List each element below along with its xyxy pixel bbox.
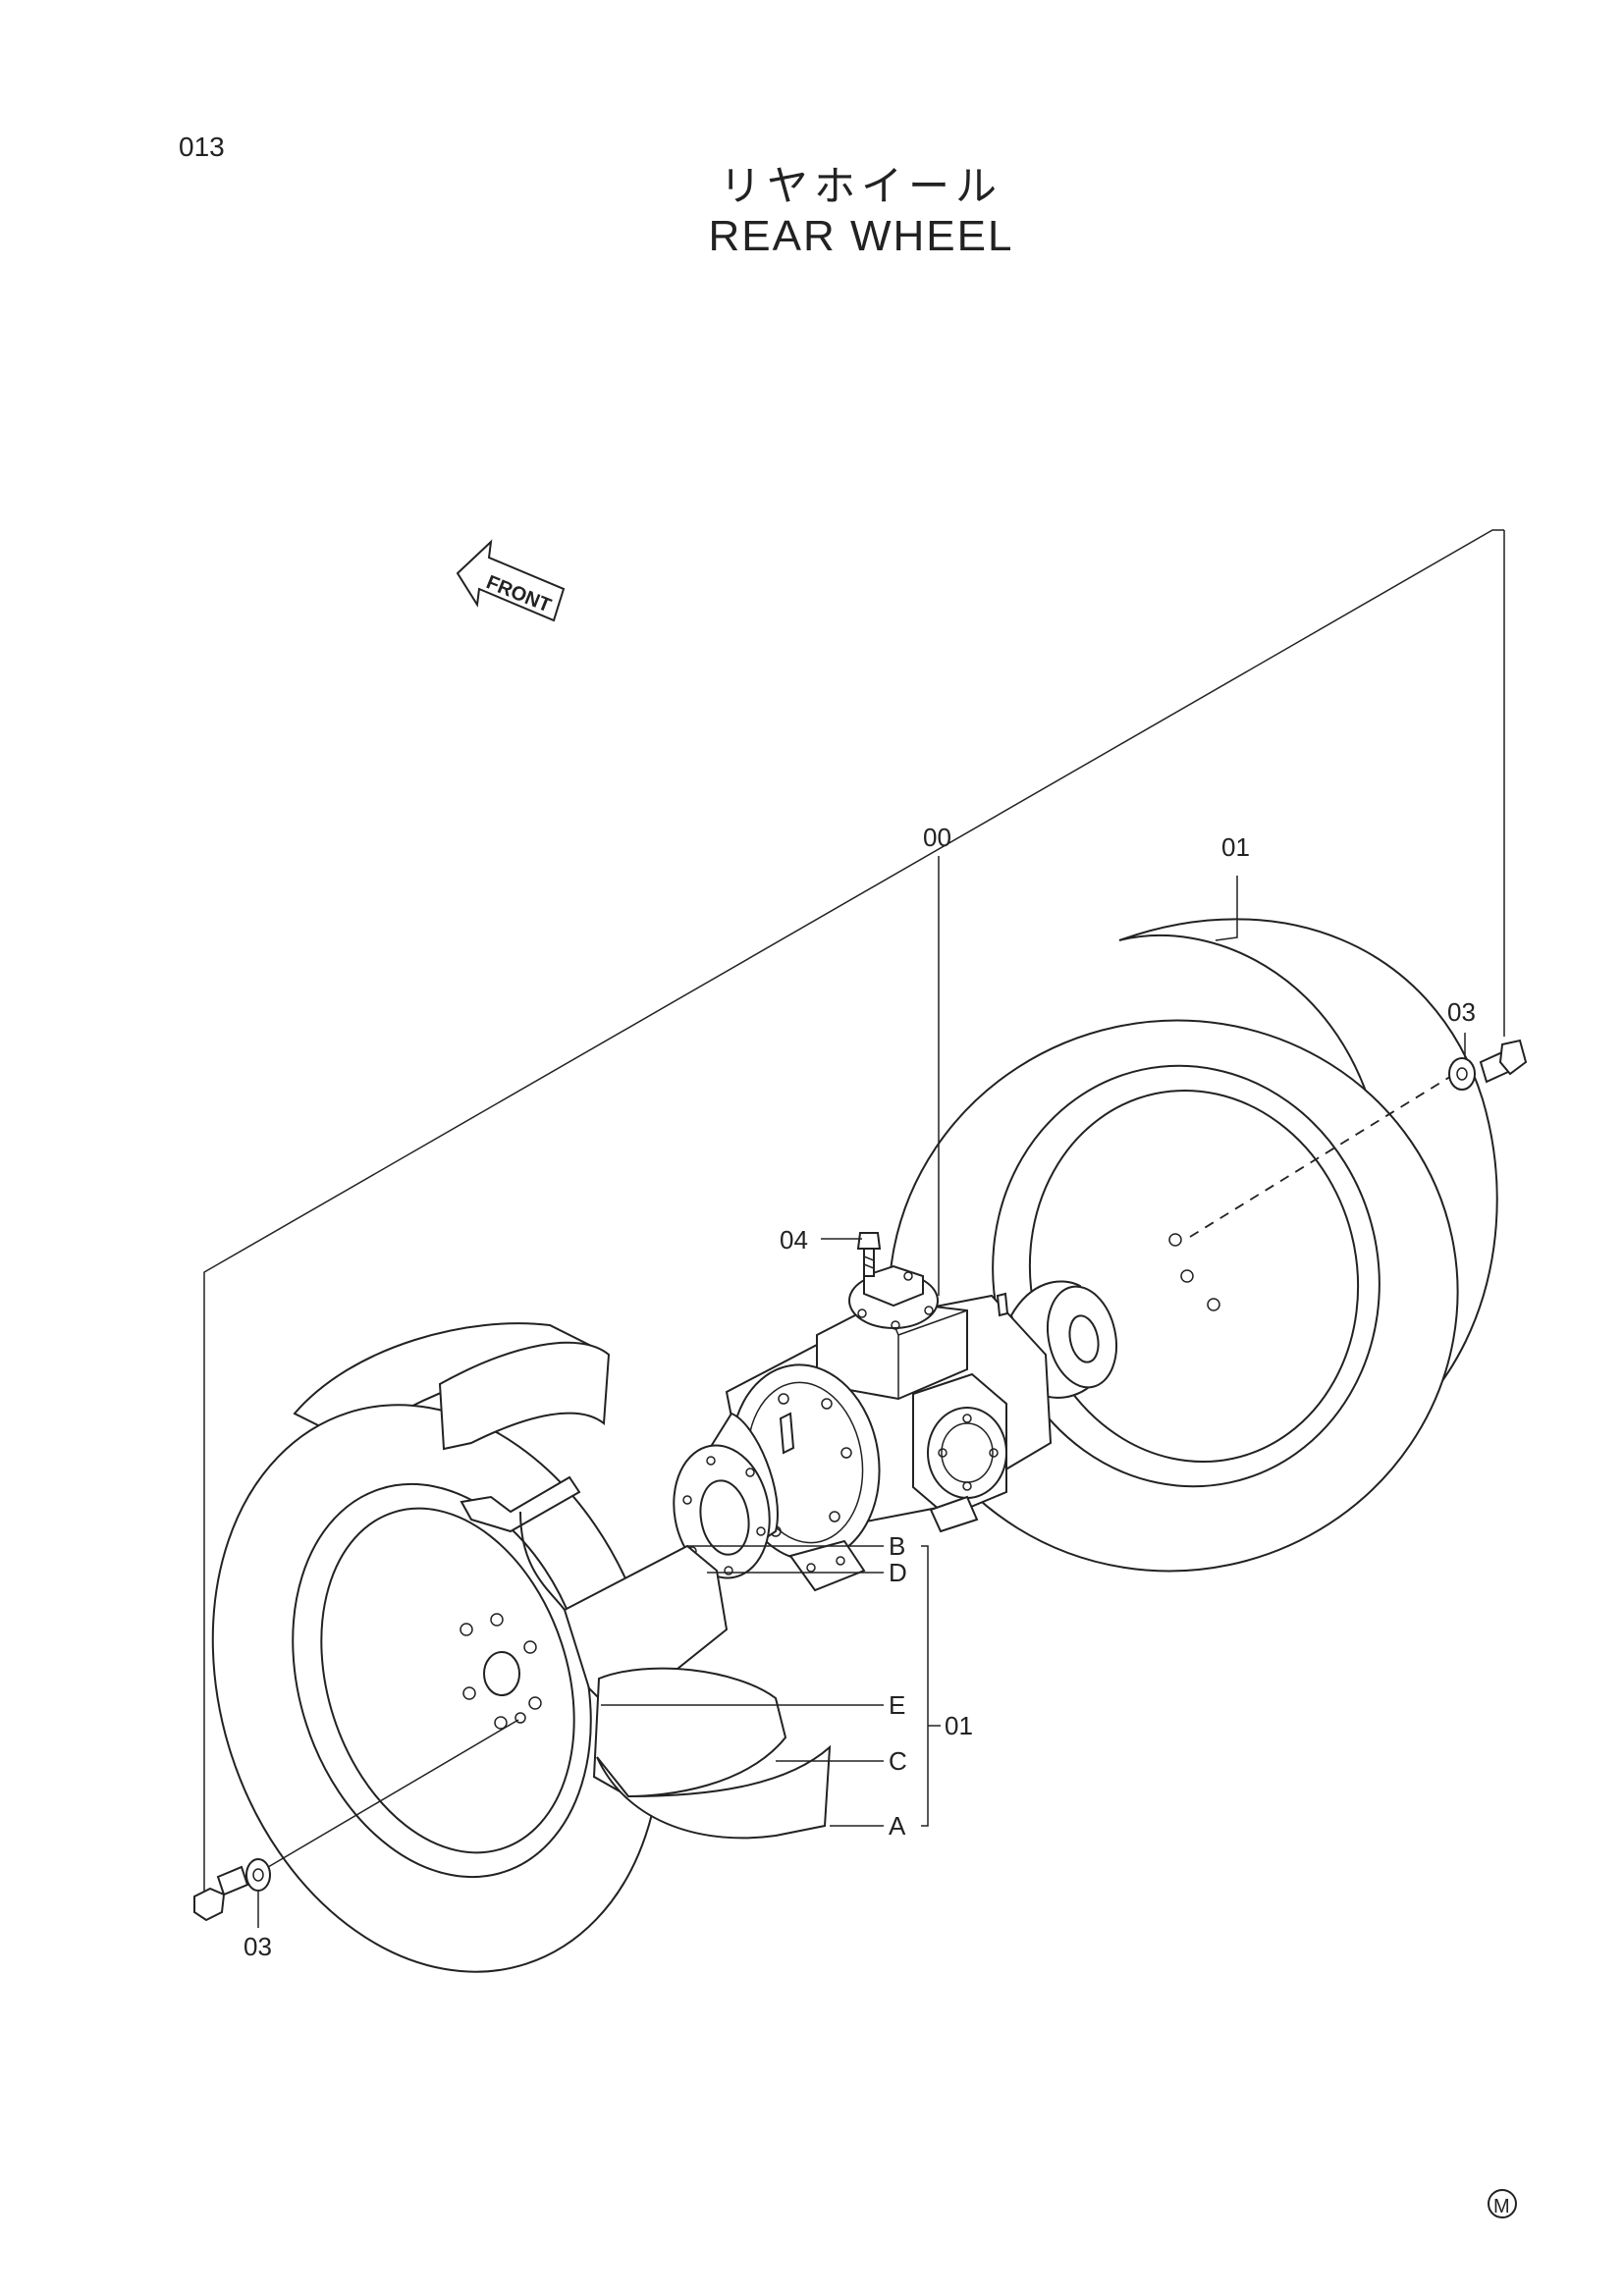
left-bolt xyxy=(193,1865,249,1922)
callout-a: A xyxy=(889,1811,906,1841)
circled-m-letter: M xyxy=(1493,2196,1510,2217)
left-bolt-axis xyxy=(262,1719,519,1871)
axle-assembly xyxy=(673,1264,1117,1592)
callout-washer-left-03: 03 xyxy=(244,1932,272,1961)
callout-tire-right-01: 01 xyxy=(1221,832,1250,862)
reference-frame xyxy=(203,529,1505,1906)
callout-d: D xyxy=(889,1558,907,1587)
front-arrow: FRONT xyxy=(456,539,566,622)
title-english: REAR WHEEL xyxy=(708,212,1014,260)
left-tire xyxy=(211,1322,832,1973)
title-japanese: リヤホイール xyxy=(719,162,1002,210)
callout-b: B xyxy=(889,1531,905,1561)
circled-m-mark: M xyxy=(1488,2189,1517,2218)
right-washer xyxy=(1448,1057,1476,1091)
callout-e: E xyxy=(889,1690,905,1720)
callout-c: C xyxy=(889,1746,907,1776)
axle-bolt xyxy=(856,1232,882,1277)
left-washer xyxy=(245,1858,271,1892)
page-number: 013 xyxy=(179,132,225,162)
right-bolt xyxy=(1479,1039,1528,1084)
callout-washer-right-03: 03 xyxy=(1447,997,1476,1027)
callout-bolt-04: 04 xyxy=(780,1225,808,1255)
callout-group-01: 01 xyxy=(945,1711,973,1740)
leader-lines xyxy=(257,856,1466,1928)
callout-axle-00: 00 xyxy=(923,823,951,852)
